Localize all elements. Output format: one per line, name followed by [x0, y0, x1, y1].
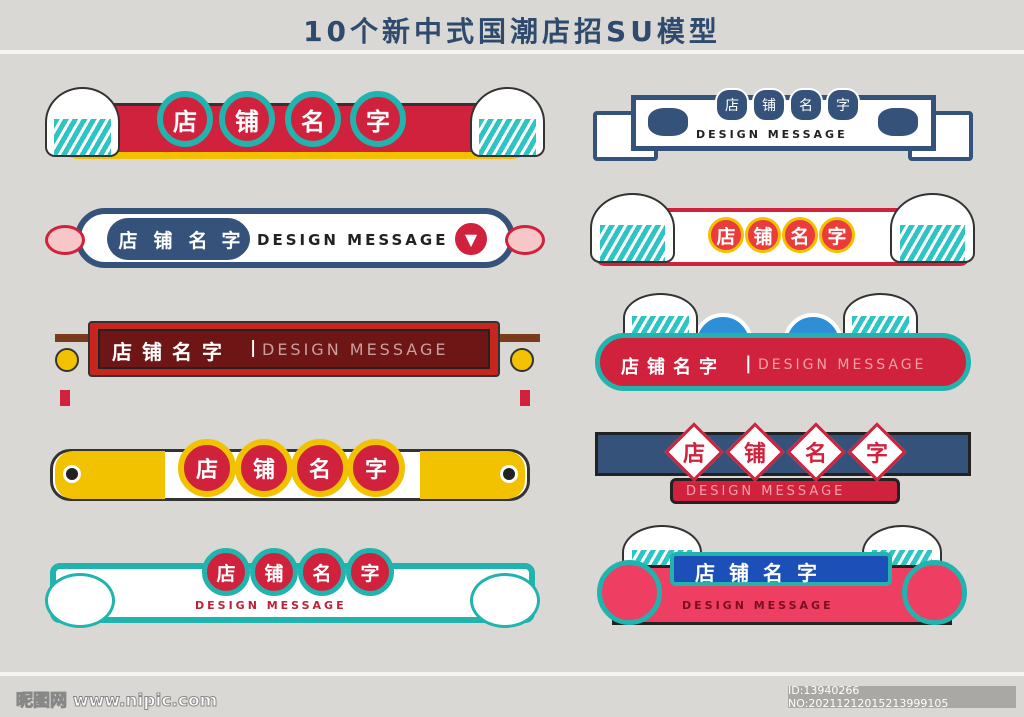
name-char: 铺: [729, 561, 763, 585]
message-divider: |: [745, 353, 755, 374]
sign-1: 店 铺 名 字: [45, 85, 545, 165]
name-char: 名: [804, 442, 827, 467]
name-char: 店: [109, 220, 147, 258]
name-char: 铺: [647, 357, 673, 378]
tassel-icon: [520, 390, 530, 406]
name-char: 铺: [219, 91, 275, 147]
name-char: 铺: [144, 220, 182, 258]
design-message: DESIGN MESSAGE: [696, 128, 848, 141]
name-char: 名: [763, 561, 797, 585]
design-message: DESIGN MESSAGE: [682, 599, 834, 612]
name-char: 名: [285, 91, 341, 147]
design-message: DESIGN MESSAGE: [195, 599, 347, 612]
name-char: 字: [826, 88, 860, 122]
name-char: 字: [346, 548, 394, 596]
design-message: DESIGN MESSAGE: [758, 357, 927, 373]
name-char: 铺: [250, 548, 298, 596]
wave-icon: [45, 87, 120, 157]
name-char: 名: [172, 340, 202, 364]
sign-6: 店 铺 名 字 DESIGN MESSAGE: [593, 83, 973, 163]
sign-7: 店 铺 名 字: [590, 193, 975, 268]
name-char: 名: [298, 548, 346, 596]
name-char: 店: [112, 340, 142, 364]
name-char: 字: [212, 220, 250, 258]
sign-8: 店铺名字 | DESIGN MESSAGE: [593, 293, 973, 393]
lantern-char: 字: [819, 217, 855, 253]
cloud-icon: [597, 560, 662, 625]
name-char: 店: [621, 357, 647, 378]
name-char: 店: [715, 88, 749, 122]
cloud-icon: [470, 573, 540, 628]
name-char: 店: [157, 91, 213, 147]
name-char: 铺: [752, 88, 786, 122]
name-char: 铺: [743, 442, 766, 467]
cloud-icon: [902, 560, 967, 625]
name-char: 字: [699, 357, 725, 378]
eye-icon: [500, 465, 518, 483]
tassel-icon: [60, 390, 70, 406]
sign-3: 店铺名字 | DESIGN MESSAGE: [50, 318, 540, 410]
name-char: 字: [202, 340, 232, 364]
cloud-icon: [45, 573, 115, 628]
lantern-char: 铺: [745, 217, 781, 253]
design-message: DESIGN MESSAGE: [257, 231, 449, 249]
name-char: 铺: [235, 439, 293, 497]
cloud-scroll-icon: [878, 108, 918, 136]
eye-icon: [63, 465, 81, 483]
triangle-down-icon: ▼: [453, 221, 489, 257]
divider: [0, 672, 1024, 676]
page-title: 10个新中式国潮店招SU模型: [303, 15, 721, 48]
design-message: DESIGN MESSAGE: [686, 484, 846, 499]
name-char: 名: [789, 88, 823, 122]
message-divider: |: [250, 338, 260, 358]
watermark-logo: 昵图网 www.nipic.com: [15, 691, 218, 712]
wave-icon: [590, 193, 675, 263]
lantern-char: 店: [708, 217, 744, 253]
name-char: 铺: [142, 340, 172, 364]
coin-icon: [510, 348, 534, 372]
name-char: 店: [178, 439, 236, 497]
sign-2: 店 铺 名 字 DESIGN MESSAGE ▼: [45, 205, 545, 271]
name-char: 店: [202, 548, 250, 596]
sign-4: 店 铺 名 字: [45, 437, 535, 507]
lantern-char: 名: [782, 217, 818, 253]
name-char: 店: [695, 561, 729, 585]
name-char: 字: [350, 91, 406, 147]
name-char: 名: [673, 357, 699, 378]
wave-icon: [470, 87, 545, 157]
wave-icon: [890, 193, 975, 263]
name-char: 名: [179, 220, 217, 258]
sign-5: 店 铺 名 字 DESIGN MESSAGE: [45, 543, 540, 635]
design-message: DESIGN MESSAGE: [262, 340, 449, 359]
name-char: 字: [865, 442, 888, 467]
name-char: 店: [682, 442, 705, 467]
sign-10: 店铺名字 DESIGN MESSAGE: [592, 525, 972, 635]
sign-9: DESIGN MESSAGE 店 铺 名 字: [593, 422, 973, 510]
coin-icon: [55, 348, 79, 372]
divider: [0, 50, 1024, 54]
cloud-icon: [505, 225, 545, 255]
name-char: 字: [797, 561, 831, 585]
cloud-scroll-icon: [648, 108, 688, 136]
name-char: 字: [347, 439, 405, 497]
name-char: 名: [291, 439, 349, 497]
cloud-icon: [45, 225, 85, 255]
image-id: ID:13940266 NO:20211212015213999105: [788, 684, 1016, 710]
